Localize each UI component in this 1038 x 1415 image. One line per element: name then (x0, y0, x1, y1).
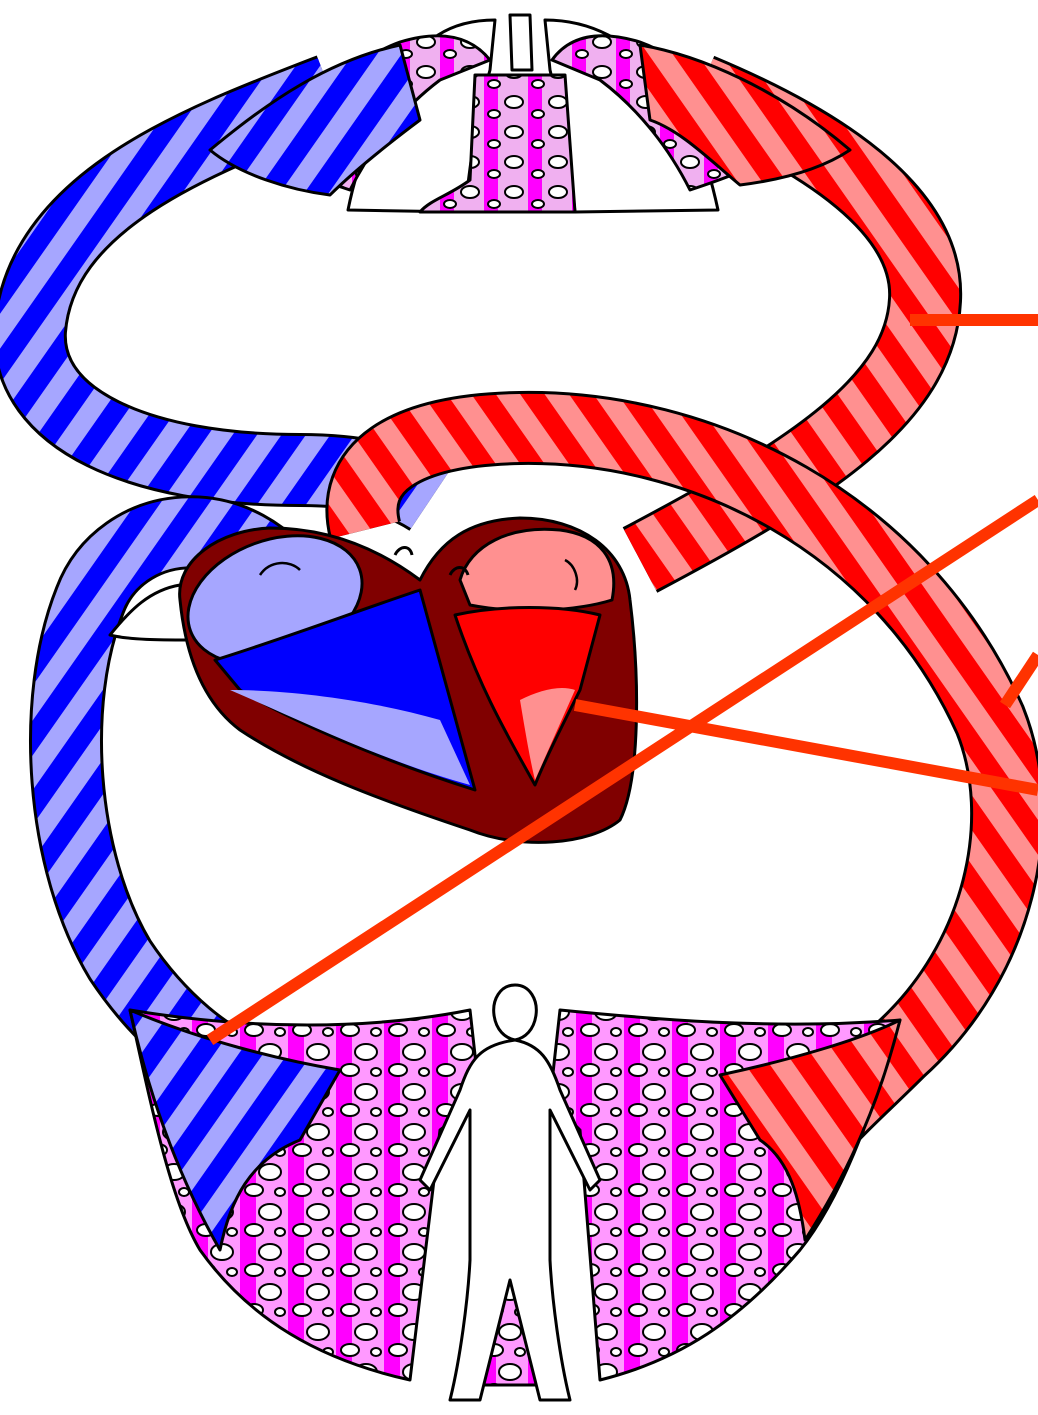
heart (170, 513, 637, 843)
trachea (510, 15, 532, 70)
